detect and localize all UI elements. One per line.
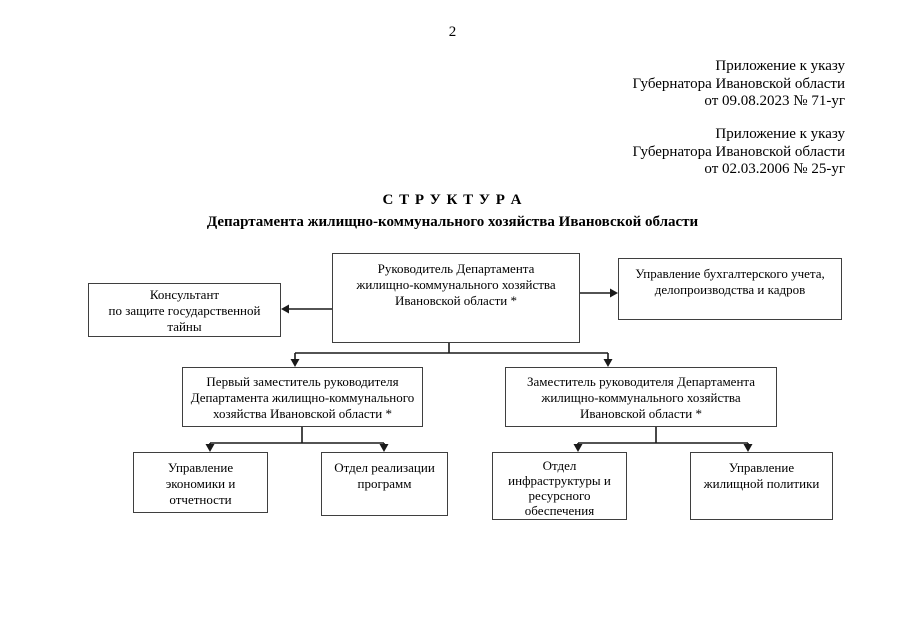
org-box-programs: Отдел реализации программ [321, 452, 448, 516]
org-box-line: Первый заместитель руководителя [206, 374, 399, 389]
org-box-line: Управление [167, 460, 234, 475]
org-box-line: Управление [728, 460, 795, 475]
arrowhead-down-icon [573, 444, 583, 452]
org-box-line: Управление бухгалтерского учета, [635, 266, 825, 281]
org-box-line: делопроизводства и кадров [654, 282, 806, 297]
org-box-line: жилищно-коммунального хозяйства [541, 390, 741, 405]
org-box-line: тайны [167, 319, 202, 334]
org-box-accounting: Управление бухгалтерского учета, делопро… [618, 258, 842, 320]
appendix-note-2: Приложение к указу Губернатора Ивановско… [632, 126, 845, 179]
org-box-first-deputy: Первый заместитель руководителя Департам… [182, 367, 423, 427]
org-box-line: ресурсного [528, 488, 591, 503]
arrowhead-right-icon [610, 288, 618, 298]
arrowhead-down-icon [205, 444, 215, 452]
org-box-line: Ивановской области * [395, 293, 517, 308]
arrowhead-down-icon [743, 444, 753, 452]
appendix-note-1-line: от 09.08.2023 № 71-уг [704, 93, 845, 109]
org-box-line: Отдел [542, 458, 577, 473]
org-box-line: хозяйства Ивановской области * [213, 406, 392, 421]
org-box-line: Отдел реализации [334, 460, 435, 475]
org-box-infrastructure: Отдел инфраструктуры и ресурсного обеспе… [492, 452, 627, 520]
org-box-housing: Управление жилищной политики [690, 452, 833, 520]
org-box-line: Консультант [149, 287, 220, 302]
org-box-line: жилищно-коммунального хозяйства [356, 277, 556, 292]
org-box-line: инфраструктуры и [508, 473, 611, 488]
arrowhead-down-icon [379, 444, 389, 452]
arrowhead-down-icon [603, 359, 613, 367]
org-box-head: Руководитель Департамента жилищно-коммун… [332, 253, 580, 343]
org-box-line: Заместитель руководителя Департамента [526, 374, 756, 389]
arrowhead-left-icon [281, 304, 289, 314]
org-box-line: обеспечения [524, 503, 595, 518]
doc-subtitle: Департамента жилищно-коммунального хозяй… [206, 214, 699, 230]
org-box-line: программ [357, 476, 412, 491]
org-box-line: жилищной политики [703, 476, 820, 491]
page-number: 2 [448, 24, 457, 40]
org-box-line: Ивановской области * [580, 406, 702, 421]
org-box-line: Руководитель Департамента [377, 261, 535, 276]
appendix-note-1-line: Губернатора Ивановской области [632, 75, 845, 92]
doc-title: С Т Р У К Т У Р А [382, 192, 523, 208]
org-box-line: экономики и [165, 476, 236, 491]
appendix-note-2-line: от 02.03.2006 № 25-уг [704, 161, 845, 177]
appendix-note-1: Приложение к указу Губернатора Ивановско… [632, 58, 845, 111]
org-box-deputy: Заместитель руководителя Департамента жи… [505, 367, 777, 427]
org-box-consultant: Консультант по защите государственной та… [88, 283, 281, 337]
org-box-line: отчетности [169, 492, 232, 507]
org-box-economics: Управление экономики и отчетности [133, 452, 268, 513]
arrowhead-down-icon [290, 359, 300, 367]
org-box-line: Департамента жилищно-коммунального [190, 390, 415, 405]
org-box-line: по защите государственной [108, 303, 261, 318]
appendix-note-2-line: Приложение к указу [715, 126, 845, 142]
appendix-note-1-line: Приложение к указу [715, 58, 845, 74]
appendix-note-2-line: Губернатора Ивановской области [632, 143, 845, 160]
